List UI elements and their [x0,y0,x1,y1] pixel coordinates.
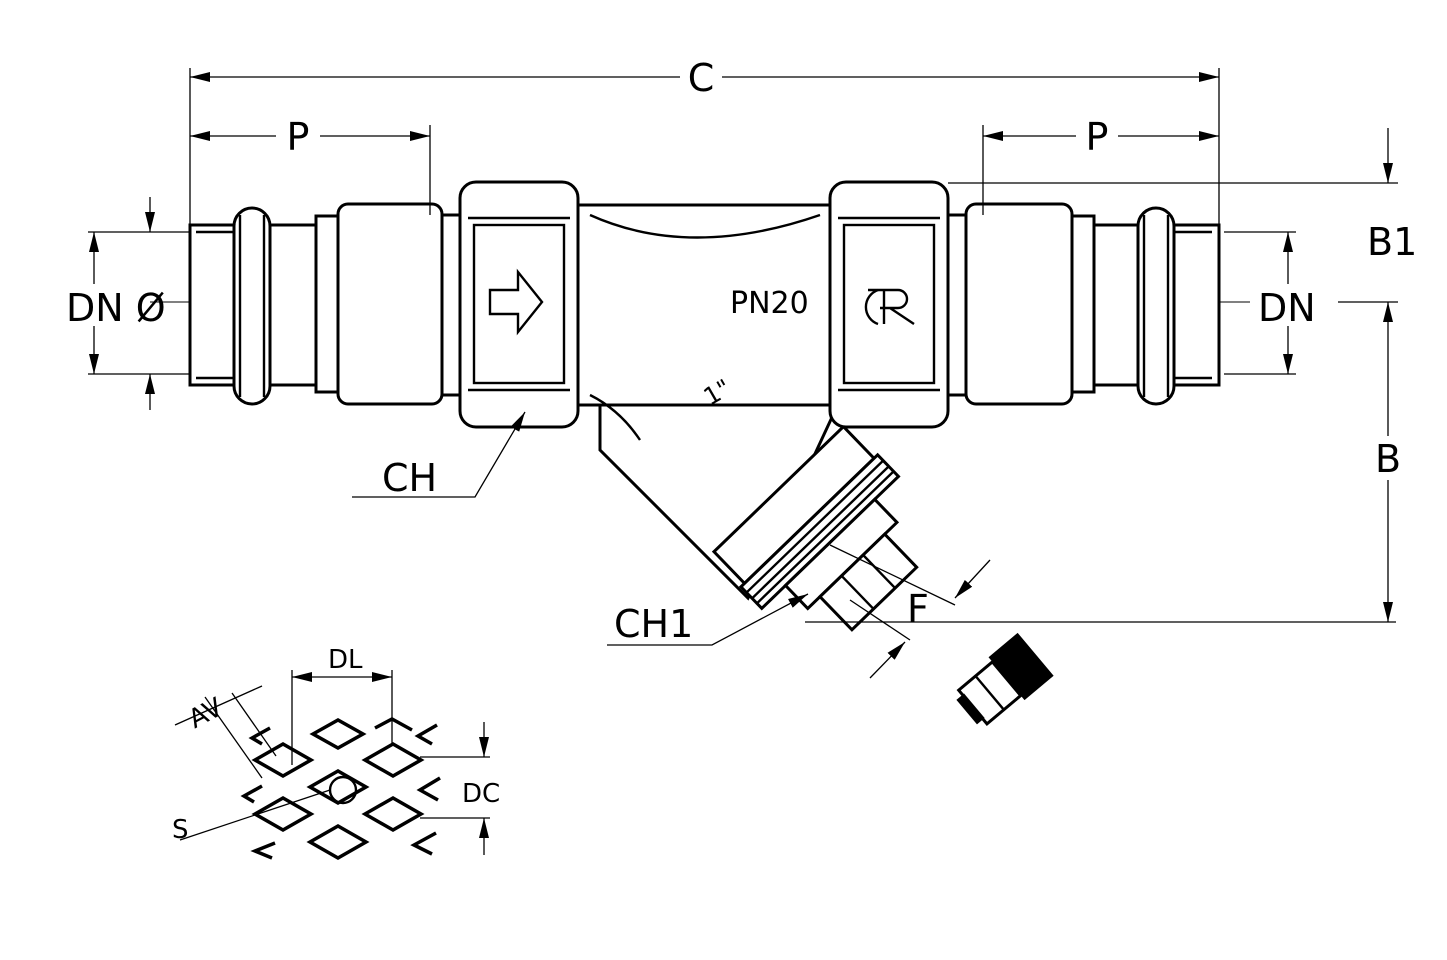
valve-body [573,203,837,441]
left-press-fitting [188,202,462,406]
mesh-label-av: AV [184,692,228,735]
dim-label-f: F [907,587,929,631]
dim-label-c: C [688,56,715,100]
right-hex-nut [828,180,950,429]
dim-label-ch1: CH1 [614,602,693,646]
dim-label-b: B [1375,437,1401,481]
drain-plug [956,632,1054,726]
dim-label-dn-left: DN Ø [66,286,166,330]
left-hex-nut [458,180,580,429]
dim-label-dn-right: DN [1258,286,1316,330]
dimension-lines [88,68,1398,679]
dim-label-ch: CH [382,456,437,500]
pressure-rating-label: PN20 [730,286,809,321]
flow-direction-arrow [488,268,544,336]
manufacturer-logo [864,288,915,326]
mesh-detail [174,670,490,861]
right-press-fitting [946,202,1221,406]
mesh-label-dc: DC [462,779,500,809]
dim-label-p-left: P [287,115,310,159]
mesh-label-s: S [172,815,189,845]
dim-label-b1: B1 [1367,220,1417,264]
mesh-label-dl: DL [328,645,363,675]
dim-label-p-right: P [1086,115,1109,159]
